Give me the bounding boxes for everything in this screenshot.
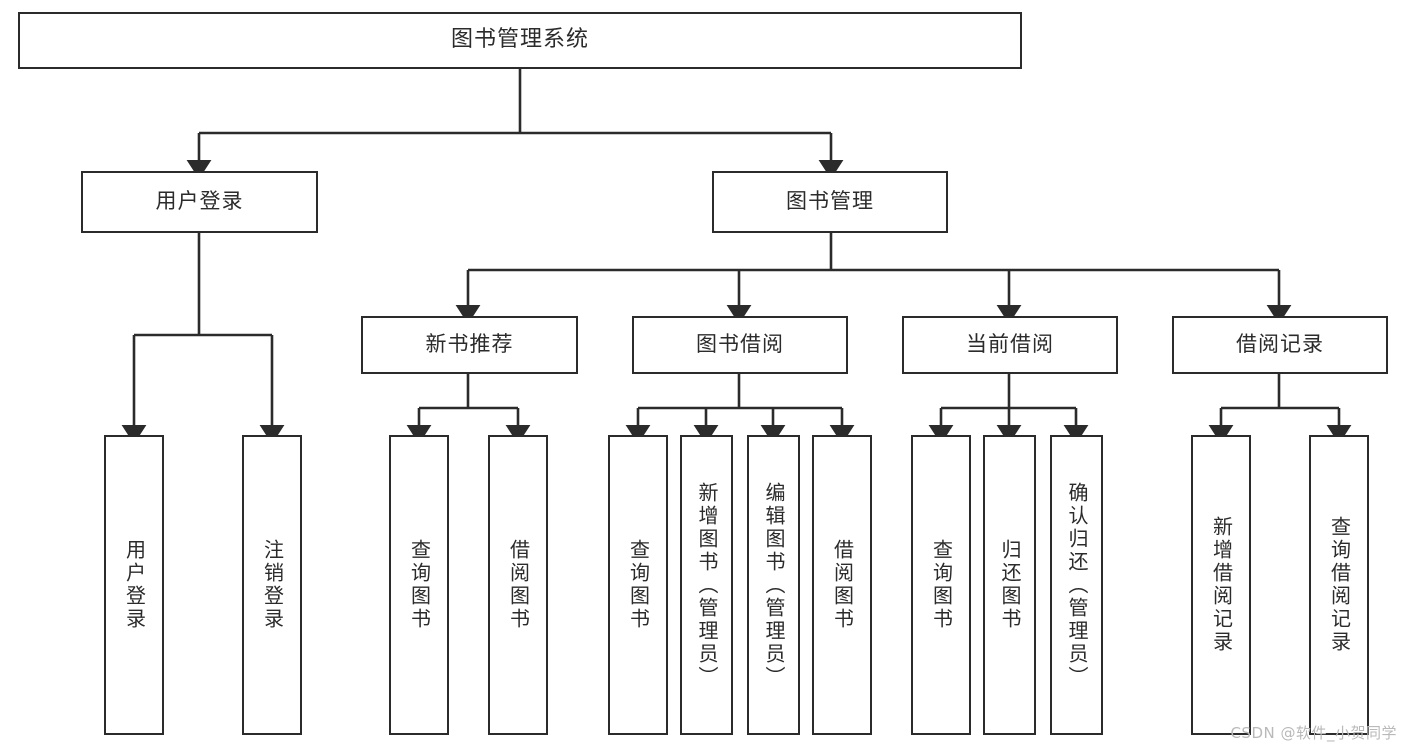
- leaf-user-login[interactable]: 用户登录: [104, 435, 164, 735]
- node-book-manage[interactable]: 图书管理: [712, 171, 948, 233]
- leaf-borrow-book-1[interactable]: 借阅图书: [488, 435, 548, 735]
- node-borrow-record[interactable]: 借阅记录: [1172, 316, 1388, 374]
- leaf-add-book[interactable]: 新增图书（管理员）: [680, 435, 733, 735]
- node-root[interactable]: 图书管理系统: [18, 12, 1022, 69]
- leaf-edit-book[interactable]: 编辑图书（管理员）: [747, 435, 800, 735]
- leaf-query-book-2[interactable]: 查询图书: [608, 435, 668, 735]
- leaf-confirm-return[interactable]: 确认归还（管理员）: [1050, 435, 1103, 735]
- leaf-logout[interactable]: 注销登录: [242, 435, 302, 735]
- node-book-borrow[interactable]: 图书借阅: [632, 316, 848, 374]
- node-current-borrow[interactable]: 当前借阅: [902, 316, 1118, 374]
- leaf-add-record[interactable]: 新增借阅记录: [1191, 435, 1251, 735]
- node-new-book-rec[interactable]: 新书推荐: [361, 316, 578, 374]
- csdn-watermark: CSDN @软件_小贺同学: [1230, 724, 1397, 742]
- leaf-query-book-3[interactable]: 查询图书: [911, 435, 971, 735]
- node-user-login[interactable]: 用户登录: [81, 171, 318, 233]
- leaf-borrow-book-2[interactable]: 借阅图书: [812, 435, 872, 735]
- leaf-query-record[interactable]: 查询借阅记录: [1309, 435, 1369, 735]
- leaf-return-book[interactable]: 归还图书: [983, 435, 1036, 735]
- leaf-query-book-1[interactable]: 查询图书: [389, 435, 449, 735]
